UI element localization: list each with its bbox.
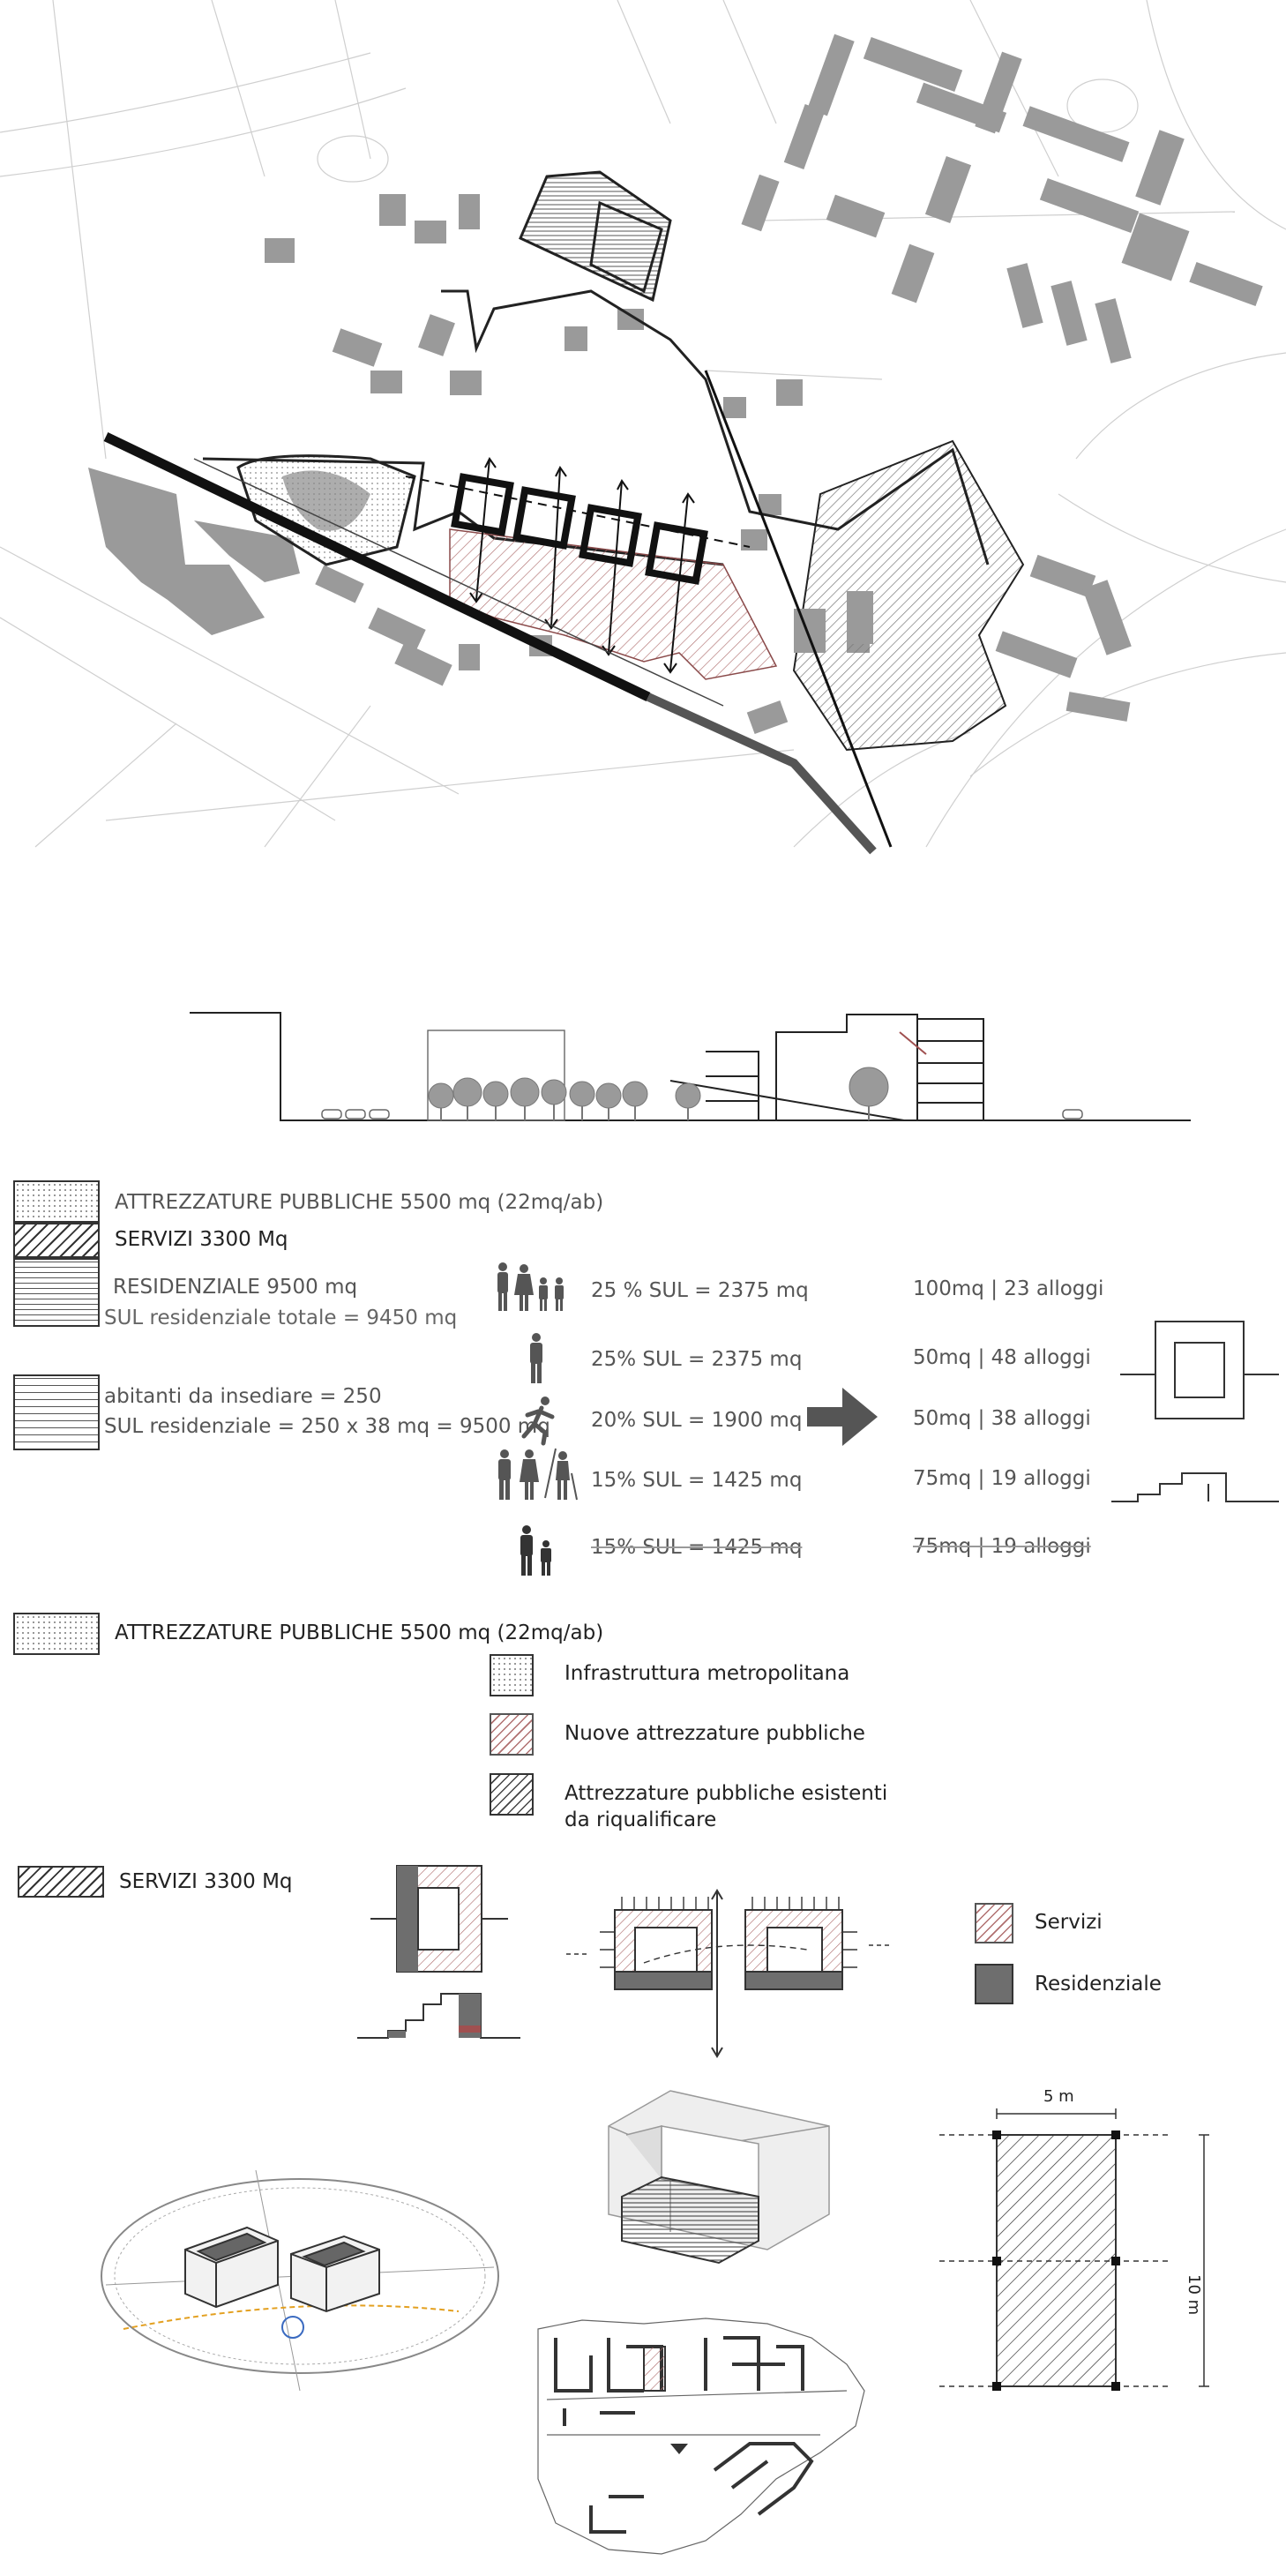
plan-typology-icon bbox=[1120, 1321, 1279, 1419]
housing-result-1: 100mq | 23 alloggi bbox=[913, 1277, 1104, 1300]
legend-attrezzature-label: ATTREZZATURE PUBBLICHE 5500 mq (22mq/ab) bbox=[115, 1191, 604, 1214]
residenziale-swatch bbox=[13, 1258, 100, 1327]
legend-sul-totale: SUL residenziale totale = 9450 mq bbox=[104, 1307, 458, 1329]
servizi-swatch bbox=[13, 1223, 100, 1258]
housing-share-5: 15% SUL = 1425 mq bbox=[591, 1536, 803, 1559]
legend-existing-attrezzature-2: da riqualificare bbox=[564, 1808, 717, 1831]
legend-existing-attrezzature: Attrezzature pubbliche esistenti bbox=[564, 1782, 888, 1805]
legend-servizi-label: SERVIZI 3300 Mq bbox=[115, 1228, 288, 1251]
servizi-section-swatch bbox=[18, 1866, 104, 1898]
servizi-plan-diagram bbox=[357, 1865, 520, 2039]
legend-sul-calc: SUL residenziale = 250 x 38 mq = 9500 mq bbox=[104, 1415, 550, 1438]
metro-swatch bbox=[490, 1654, 534, 1696]
single-person-icon bbox=[530, 1333, 542, 1383]
legend-servizi: Servizi bbox=[1035, 1911, 1103, 1934]
site-plan-map bbox=[0, 0, 1286, 855]
servizi-flow-diagram bbox=[564, 1889, 891, 2058]
elderly-couple-icon bbox=[498, 1448, 578, 1501]
servizi-section-title: SERVIZI 3300 Mq bbox=[119, 1870, 293, 1893]
floor-plan-diagram bbox=[537, 2318, 865, 2555]
module-width-label: 5 m bbox=[1043, 2087, 1074, 2106]
right-arrow-icon bbox=[807, 1388, 878, 1446]
running-person-icon bbox=[521, 1397, 555, 1446]
attrezzature-swatch bbox=[13, 1180, 100, 1223]
new-attrezzature-swatch bbox=[490, 1713, 534, 1756]
family-icon bbox=[497, 1262, 564, 1311]
module-grid-diagram bbox=[939, 2108, 1209, 2391]
housing-result-3: 50mq | 38 alloggi bbox=[913, 1407, 1091, 1430]
legend-residenziale-label: RESIDENZIALE 9500 mq bbox=[113, 1276, 358, 1299]
housing-result-4: 75mq | 19 alloggi bbox=[913, 1467, 1091, 1490]
legend-new-attrezzature: Nuove attrezzature pubbliche bbox=[564, 1722, 865, 1745]
housing-share-4: 15% SUL = 1425 mq bbox=[591, 1469, 803, 1492]
housing-result-2: 50mq | 48 alloggi bbox=[913, 1346, 1091, 1369]
housing-share-3: 20% SUL = 1900 mq bbox=[591, 1409, 803, 1432]
abitanti-swatch bbox=[13, 1374, 100, 1450]
sun-path-diagram bbox=[101, 2169, 499, 2392]
section-typology-icon bbox=[1111, 1472, 1279, 1502]
servizi-legend-swatch bbox=[975, 1903, 1013, 1943]
legend-residenziale: Residenziale bbox=[1035, 1973, 1162, 1996]
axonometric-block bbox=[608, 2090, 830, 2265]
existing-attrezzature-swatch bbox=[490, 1773, 534, 1816]
module-height-label: 10 m bbox=[1185, 2274, 1203, 2316]
housing-result-5: 75mq | 19 alloggi bbox=[913, 1535, 1091, 1558]
housing-share-2: 25% SUL = 2375 mq bbox=[591, 1348, 803, 1371]
residenziale-legend-swatch bbox=[975, 1964, 1013, 2004]
section-profile bbox=[190, 1012, 1191, 1121]
attrezzature-section-swatch bbox=[13, 1613, 100, 1655]
legend-abitanti: abitanti da insediare = 250 bbox=[104, 1385, 382, 1408]
parent-child-icon bbox=[520, 1525, 551, 1576]
housing-share-1: 25 % SUL = 2375 mq bbox=[591, 1279, 809, 1302]
attrezzature-section-title: ATTREZZATURE PUBBLICHE 5500 mq (22mq/ab) bbox=[115, 1621, 604, 1644]
legend-metro: Infrastruttura metropolitana bbox=[564, 1662, 850, 1685]
